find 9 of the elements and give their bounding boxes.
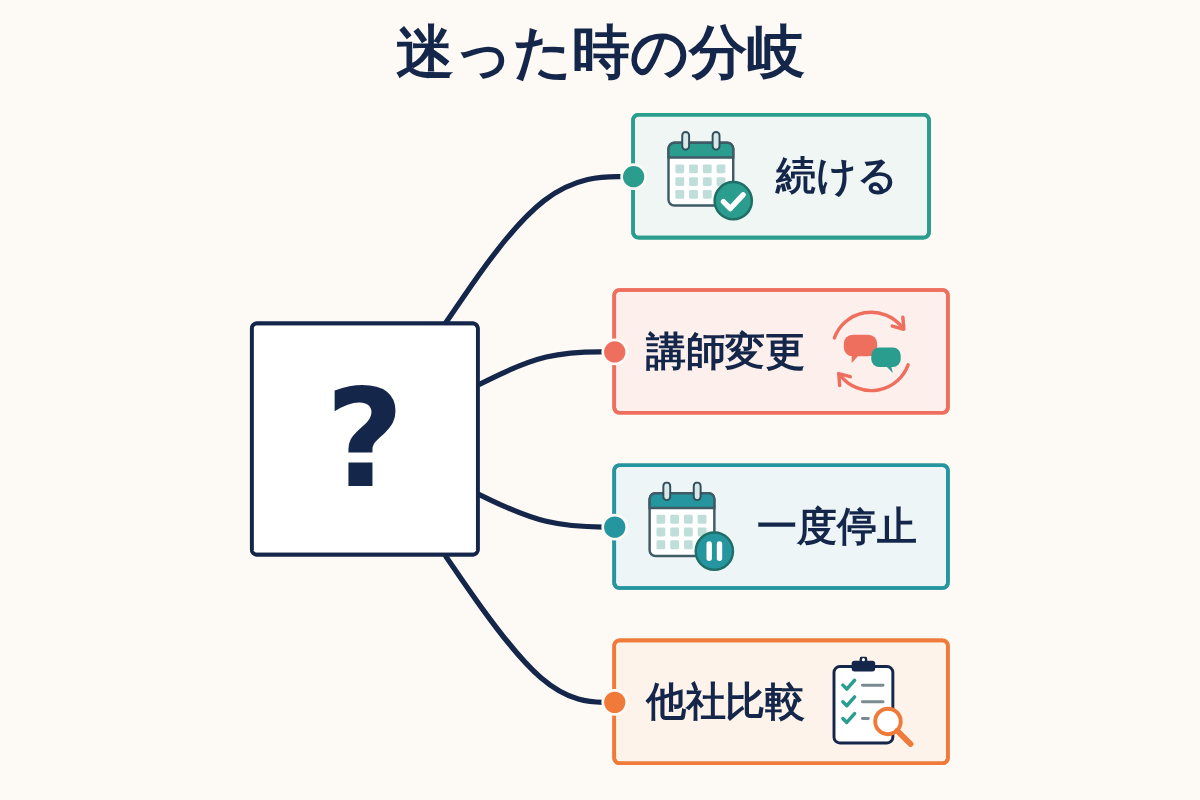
connector [477,491,629,541]
option-label: 講師変更 [645,326,806,376]
option-label: 続ける [775,151,898,201]
connector [477,338,629,388]
connector [443,163,648,326]
question-mark: ? [325,367,405,511]
connector [443,553,629,716]
option-label: 一度停止 [757,501,917,551]
title: 迷った時の分岐 [395,18,805,88]
